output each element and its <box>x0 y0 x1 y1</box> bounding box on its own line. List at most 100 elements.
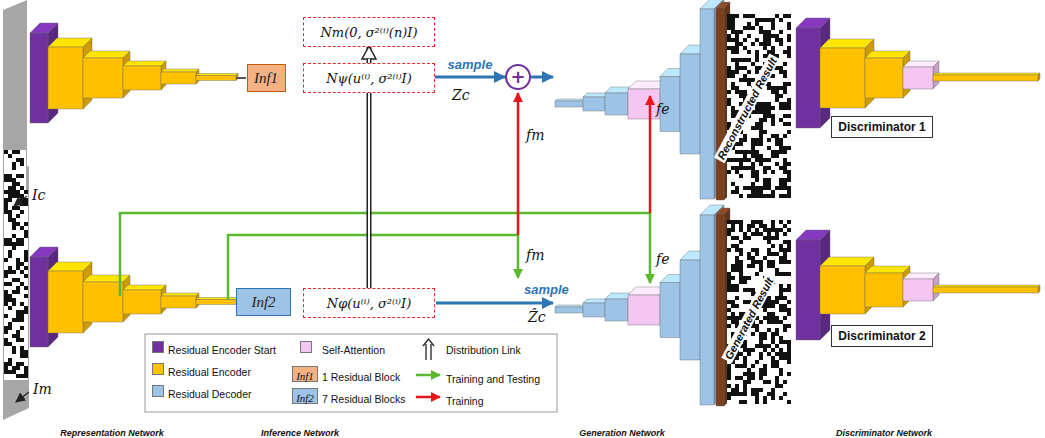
qr-cell <box>767 344 771 348</box>
qr-cell <box>16 222 20 226</box>
qr-cell <box>759 220 763 224</box>
qr-cell <box>16 262 20 266</box>
qr-cell <box>20 202 24 206</box>
legend-text: Self-Attention <box>322 344 385 356</box>
qr-cell <box>779 178 783 182</box>
qr-cell <box>759 122 763 126</box>
qr-cell <box>735 316 739 320</box>
section-label: Generation Network <box>579 428 665 438</box>
qr-cell <box>743 38 747 42</box>
qr-cell <box>787 272 791 276</box>
qr-cell <box>12 270 16 274</box>
qr-cell <box>12 182 16 186</box>
result-label: Generated Result <box>721 274 776 364</box>
legend-entry: Residual Decoder <box>168 384 251 402</box>
qr-cell <box>743 150 747 154</box>
latent-symbol-holder: Ẑc <box>528 308 546 326</box>
qr-cell <box>727 34 731 38</box>
qr-cell <box>731 18 735 22</box>
qr-cell <box>743 364 747 368</box>
qr-cell <box>747 228 751 232</box>
qr-cell <box>775 296 779 300</box>
legend-text: 7 Residual Blocks <box>322 393 405 405</box>
feature-symbol-holder: fe <box>656 250 669 268</box>
qr-cell <box>4 314 8 318</box>
qr-cell <box>759 138 763 142</box>
qr-cell <box>20 346 24 350</box>
qr-cell <box>735 264 739 268</box>
qr-cell <box>755 150 759 154</box>
qr-cell <box>751 150 755 154</box>
qr-cell <box>775 316 779 320</box>
qr-cell <box>763 170 767 174</box>
qr-cell <box>12 290 16 294</box>
qr-cell <box>4 370 8 374</box>
qr-cell <box>735 158 739 162</box>
node-text: Nm(0, σ²⁽ⁱ⁾(n)I) <box>320 25 417 40</box>
qr-cell <box>783 248 787 252</box>
qr-cell <box>771 224 775 228</box>
qr-cell <box>743 300 747 304</box>
qr-cell <box>735 288 739 292</box>
legend-entry: Training and Testing <box>446 369 540 387</box>
qr-cell <box>775 98 779 102</box>
qr-cell <box>771 360 775 364</box>
qr-cell <box>739 248 743 252</box>
qr-cell <box>767 102 771 106</box>
qr-cell <box>8 270 12 274</box>
legend-text: Residual Encoder Start <box>168 344 276 356</box>
legend-text: Training <box>446 395 484 407</box>
block-front <box>30 257 48 347</box>
qr-cell <box>759 268 763 272</box>
qr-cell <box>767 260 771 264</box>
qr-cell <box>755 324 759 328</box>
qr-cell <box>16 158 20 162</box>
qr-cell <box>739 268 743 272</box>
qr-cell <box>755 142 759 146</box>
qr-cell <box>775 384 779 388</box>
qr-cell <box>767 264 771 268</box>
qr-cell <box>767 18 771 22</box>
qr-cell <box>751 388 755 392</box>
legend-text: Residual Encoder <box>168 366 251 378</box>
qr-cell <box>767 42 771 46</box>
qr-cell <box>12 318 16 322</box>
qr-cell <box>755 22 759 26</box>
qr-cell <box>779 228 783 232</box>
qr-cell <box>24 250 28 254</box>
qr-cell <box>763 336 767 340</box>
qr-cell <box>775 186 779 190</box>
qr-cell <box>771 336 775 340</box>
qr-cell <box>731 58 735 62</box>
qr-cell <box>747 288 751 292</box>
qr-cell <box>755 344 759 348</box>
qr-cell <box>751 392 755 396</box>
legend-sample-text: Inf1 <box>296 370 314 382</box>
qr-cell <box>787 344 791 348</box>
block-front <box>865 273 903 307</box>
qr-cell <box>743 288 747 292</box>
qr-cell <box>763 236 767 240</box>
qr-cell <box>759 110 763 114</box>
qr-cell <box>735 376 739 380</box>
qr-cell <box>771 364 775 368</box>
qr-cell <box>759 352 763 356</box>
qr-cell <box>727 14 731 18</box>
qr-cell <box>731 300 735 304</box>
qr-cell <box>743 154 747 158</box>
result-label-holder: Reconstructed Result <box>710 52 781 164</box>
legend-sample-text: Inf2 <box>296 392 314 404</box>
qr-cell <box>779 308 783 312</box>
block-front <box>30 33 48 123</box>
qr-cell <box>759 190 763 194</box>
qr-cell <box>767 304 771 308</box>
qr-cell <box>771 18 775 22</box>
qr-cell <box>787 82 791 86</box>
qr-cell <box>743 26 747 30</box>
block-front <box>660 283 680 338</box>
qr-cell <box>739 78 743 82</box>
block-front <box>796 240 820 340</box>
qr-cell <box>787 50 791 54</box>
qr-cell <box>767 240 771 244</box>
qr-cell <box>751 62 755 66</box>
